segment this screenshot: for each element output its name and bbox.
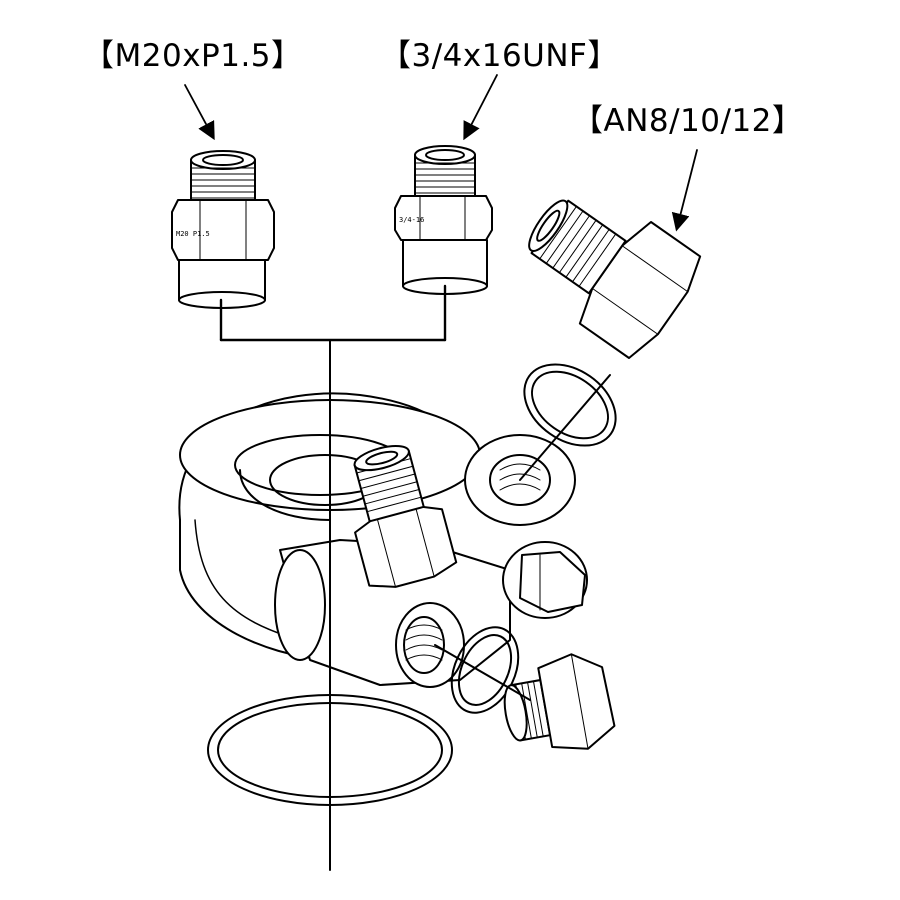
m20-leader-arrow bbox=[184, 84, 215, 141]
lower-hex-plug bbox=[503, 653, 616, 750]
an-fitting-callout: 【AN8/10/12】 bbox=[572, 103, 804, 139]
an-leader-arrow bbox=[671, 149, 698, 232]
an-port-o-ring-inner bbox=[531, 370, 609, 440]
leader-arrows bbox=[184, 74, 698, 232]
assembly-axis-lines bbox=[329, 339, 611, 871]
unf-adapter-fitting: 3/4-16 bbox=[394, 145, 493, 295]
unf-leader-arrow bbox=[463, 74, 498, 141]
m20-body-marking: M20 P1.5 bbox=[176, 230, 210, 238]
side-hex-plug bbox=[502, 541, 588, 619]
an-flare-fitting bbox=[528, 199, 702, 359]
unf-body-marking: 3/4-16 bbox=[399, 216, 424, 224]
m20-thread-callout: 【M20xP1.5】 bbox=[83, 38, 303, 74]
an-port-o-ring bbox=[523, 363, 617, 447]
installed-an-fitting bbox=[353, 444, 458, 588]
lower-port-o-ring-inner bbox=[457, 634, 513, 706]
unf-thread-callout: 【3/4x16UNF】 bbox=[380, 38, 619, 74]
an-port-axis bbox=[519, 374, 611, 481]
adapter-connector-bracket bbox=[219, 284, 447, 342]
sandwich-plate-body bbox=[178, 392, 511, 688]
lower-port-axis bbox=[434, 644, 531, 701]
m20-adapter-fitting: M20 P1.5 bbox=[171, 150, 275, 309]
